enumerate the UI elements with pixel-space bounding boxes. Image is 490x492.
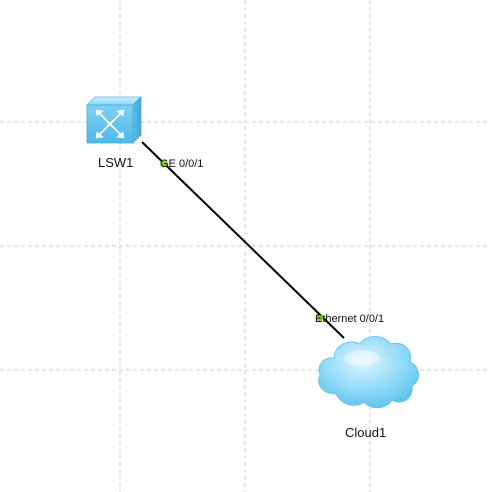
cloud-label: Cloud1 — [345, 425, 387, 440]
cloud-port-label: Ethernet 0/0/1 — [315, 313, 385, 325]
switch-icon[interactable] — [85, 95, 147, 147]
link-cable[interactable] — [141, 141, 345, 339]
port-indicator-lsw1 — [160, 160, 168, 168]
switch-label: LSW1 — [98, 155, 134, 170]
port-indicator-cloud1 — [316, 314, 324, 322]
cloud-icon[interactable] — [314, 328, 424, 414]
switch-port-label: GE 0/0/1 — [160, 158, 204, 170]
